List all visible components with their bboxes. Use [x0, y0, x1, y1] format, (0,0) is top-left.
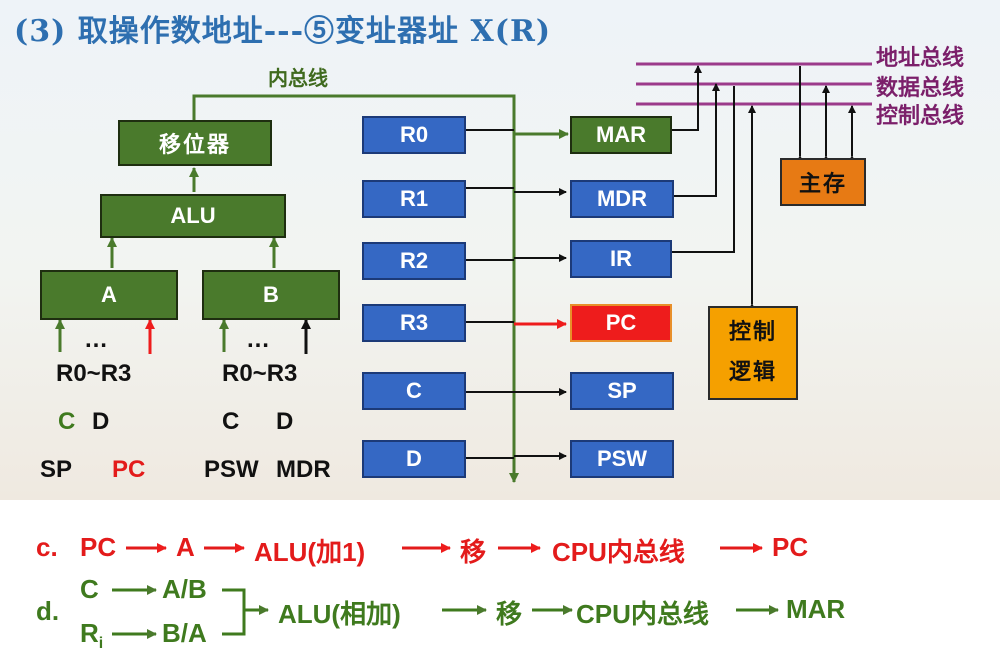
step-c-pc: PC [80, 532, 117, 562]
left-input-d: D [92, 408, 110, 435]
control-bus-label: 控制总线 [876, 104, 965, 129]
step-d-c: C [80, 574, 99, 604]
register-c: C [362, 372, 466, 410]
step-d-shift: 移 [496, 599, 523, 629]
step-d-mar: MAR [786, 594, 846, 624]
register-r0: R0 [362, 116, 466, 154]
register-sp: SP [570, 372, 674, 410]
step-c-bus: CPU内总线 [552, 537, 685, 567]
left-input-sp: SP [40, 456, 73, 483]
shifter-box: 移位器 [118, 120, 272, 166]
step-d-ri: Ri [80, 618, 103, 653]
register-r1: R1 [362, 180, 466, 218]
step-d-ba: B/A [162, 618, 207, 648]
step-c-target: PC [772, 532, 809, 562]
left-input-dots: … [84, 326, 108, 353]
main-memory-box: 主存 [780, 158, 866, 206]
register-psw: PSW [570, 440, 674, 478]
bus-connections [665, 65, 856, 311]
system-buses [636, 62, 872, 106]
step-d-ri-base: R [80, 618, 99, 648]
step-d-bus: CPU内总线 [576, 599, 709, 629]
right-input-d: D [276, 408, 294, 435]
register-b-box: B [202, 270, 340, 320]
left-input-r0-r3: R0~R3 [56, 360, 132, 387]
step-d-ab: A/B [162, 574, 207, 604]
register-r2: R2 [362, 242, 466, 280]
step-c-label: c. [36, 532, 58, 562]
data-bus-label: 数据总线 [876, 76, 965, 101]
slide-title: (3) 取操作数地址---⑤变址器址 X(R) [14, 14, 552, 49]
register-a-box: A [40, 270, 178, 320]
register-ir: IR [570, 240, 672, 278]
step-d-bracket [222, 588, 269, 636]
step-c-shift: 移 [460, 537, 487, 567]
right-input-c: C [222, 408, 240, 435]
internal-bus-label: 内总线 [268, 66, 328, 90]
left-input-c: C [58, 408, 76, 435]
register-r3: R3 [362, 304, 466, 342]
register-mdr: MDR [570, 180, 674, 218]
register-pc: PC [570, 304, 672, 342]
right-input-mdr: MDR [276, 456, 331, 483]
left-input-pc: PC [112, 456, 146, 483]
right-input-r0-r3: R0~R3 [222, 360, 298, 387]
register-links [459, 126, 567, 462]
internal-bus [55, 94, 569, 483]
register-d: D [362, 440, 466, 478]
right-input-psw: PSW [204, 456, 259, 483]
register-mar: MAR [570, 116, 672, 154]
control-logic-box: 控制逻辑 [708, 306, 798, 400]
right-input-dots: … [246, 326, 270, 353]
step-c-alu: ALU(加1) [254, 537, 366, 567]
step-d-label: d. [36, 596, 60, 626]
step-c-a: A [176, 532, 195, 562]
alu-box: ALU [100, 194, 286, 238]
address-bus-label: 地址总线 [876, 46, 965, 71]
step-arrows [112, 543, 779, 639]
step-d-ri-sub: i [98, 635, 104, 653]
step-d-alu: ALU(相加) [278, 599, 401, 629]
